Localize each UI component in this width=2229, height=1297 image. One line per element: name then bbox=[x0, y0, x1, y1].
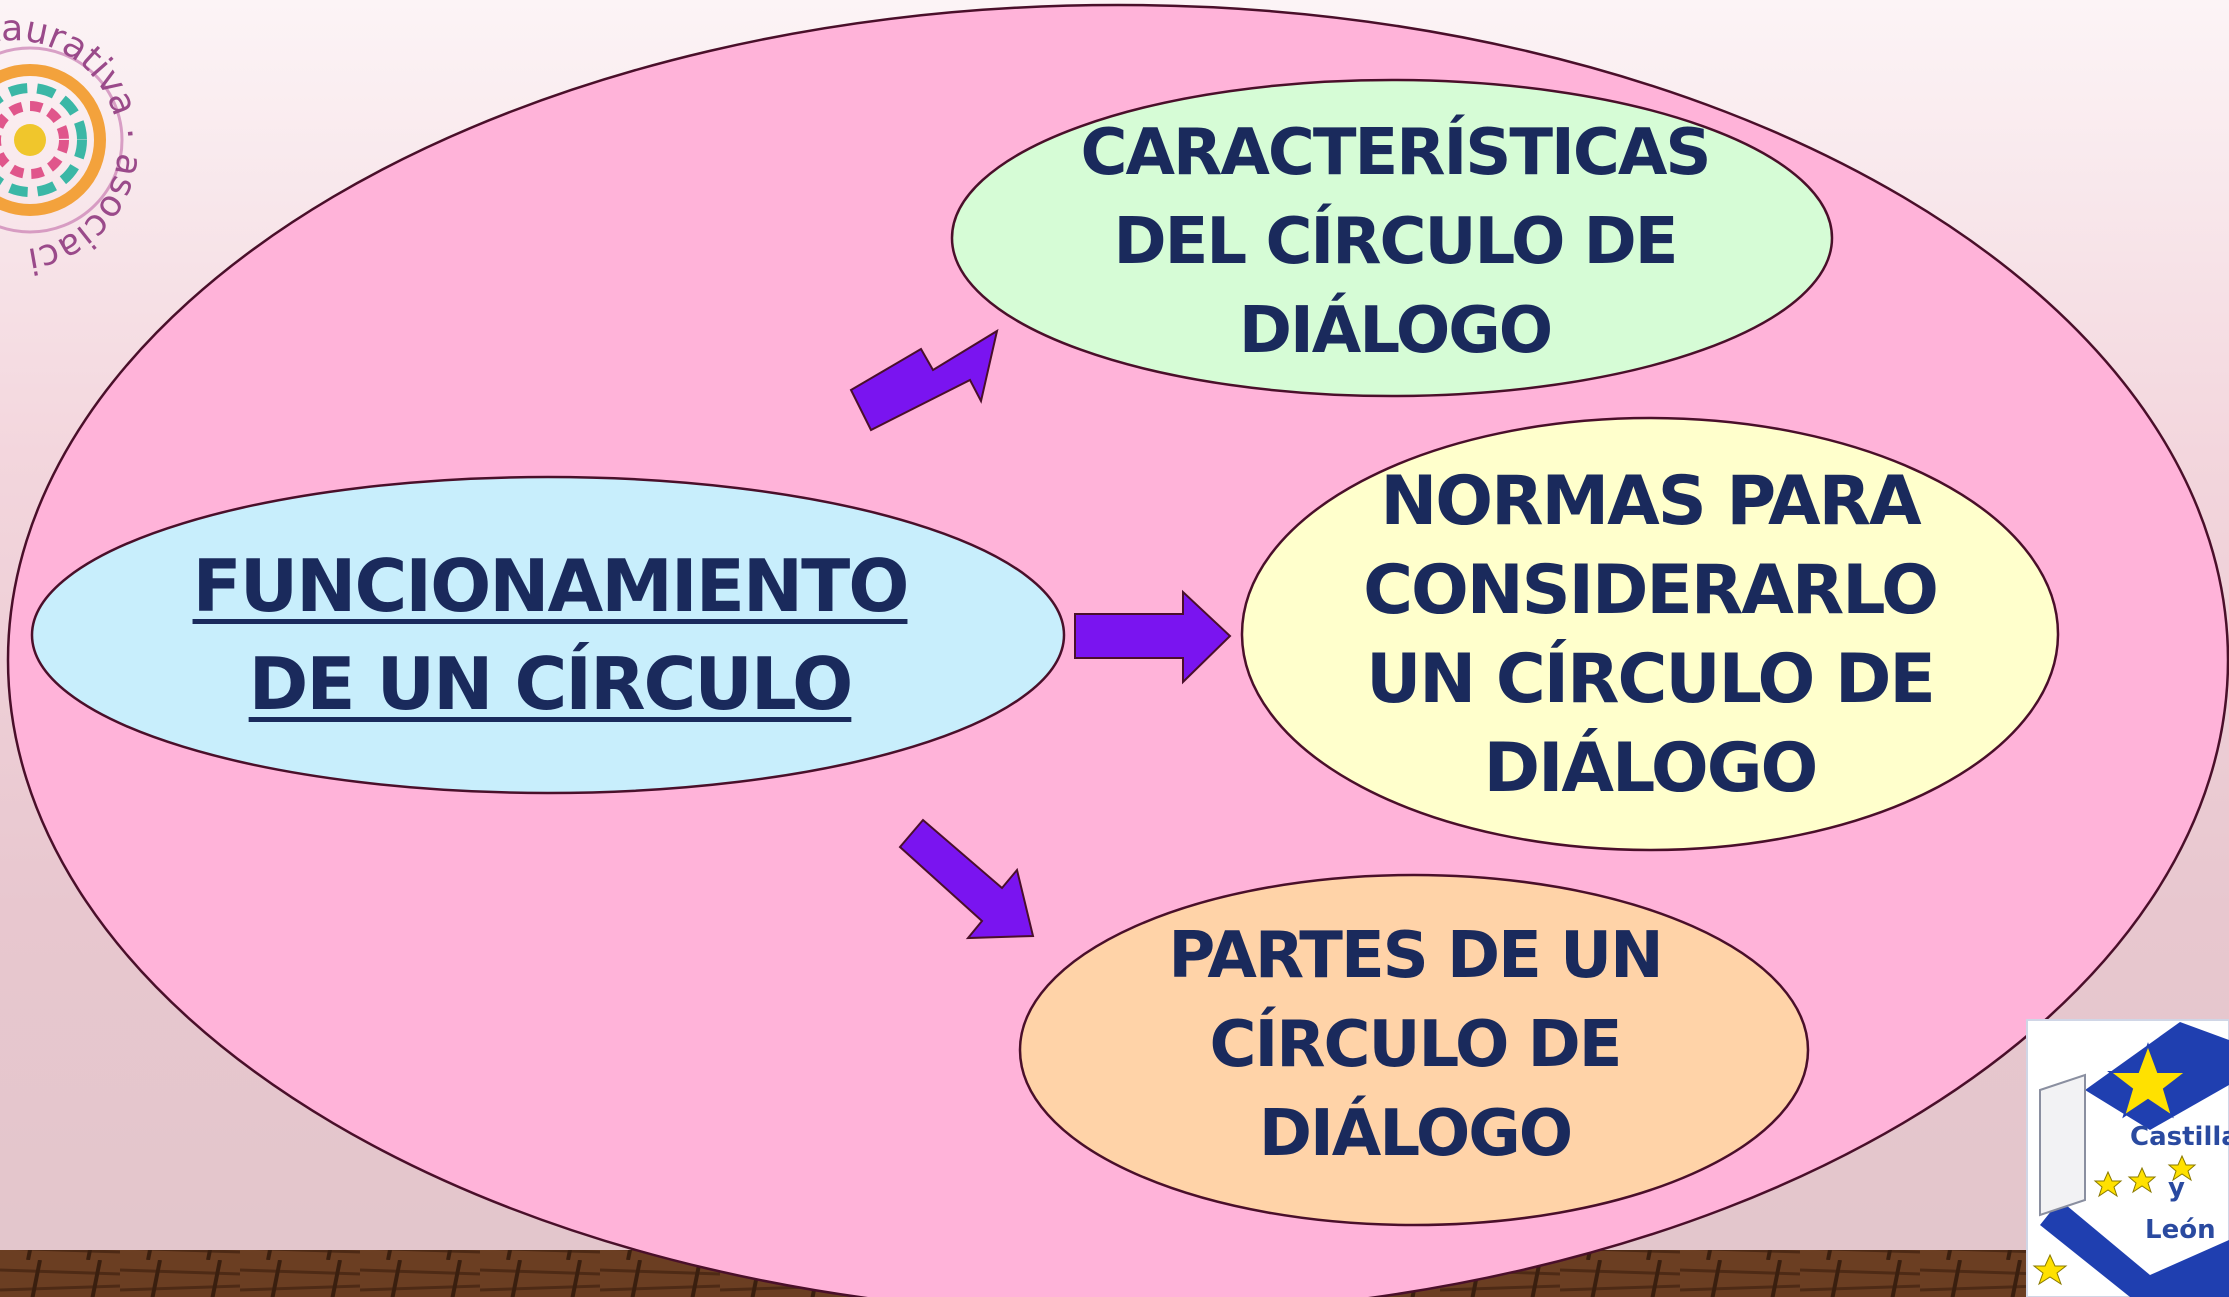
logo-star-large bbox=[2107, 1042, 2189, 1119]
arrow-to-right bbox=[1074, 589, 1232, 685]
bottom-bubble-label: PARTES DE UN CÍRCULO DE DIÁLOGO bbox=[1168, 918, 1663, 1171]
center-bubble-title: FUNCIONAMIENTO DE UN CÍRCULO bbox=[80, 515, 1020, 755]
top-bubble-label: CARACTERÍSTICAS DEL CÍRCULO DE DIÁLOGO bbox=[1080, 116, 1712, 368]
logo-ring-pink bbox=[0, 101, 69, 179]
logo-grey-panel bbox=[2039, 1073, 2086, 1217]
center-title-line2: DE UN CÍRCULO bbox=[248, 642, 854, 726]
y-text: y bbox=[2168, 1173, 2185, 1203]
logo-core bbox=[14, 124, 46, 156]
restaurativa-logo: restaurativa · asociación juní bbox=[0, 0, 150, 281]
arrow-to-top bbox=[849, 328, 999, 432]
leon-text: León bbox=[2145, 1215, 2216, 1245]
top-bubble bbox=[950, 78, 1834, 398]
logo-star-small bbox=[2032, 1253, 2068, 1286]
center-title-line1: FUNCIONAMIENTO bbox=[192, 544, 910, 628]
castilla-text: Castilla bbox=[2130, 1122, 2229, 1152]
right-bubble-label: NORMAS PARA CONSIDERARLO UN CÍRCULO DE D… bbox=[1363, 462, 1939, 808]
logo-star-small bbox=[2167, 1154, 2197, 1182]
right-bubble bbox=[1240, 416, 2060, 852]
arrow-to-bottom bbox=[898, 818, 1035, 940]
center-bubble bbox=[30, 475, 1066, 795]
castilla-leon-logo: Castilla y León bbox=[2026, 1019, 2229, 1297]
logo-ring-teal bbox=[0, 83, 87, 197]
bottom-bubble bbox=[1018, 873, 1810, 1227]
logo-star-small bbox=[2127, 1166, 2157, 1194]
logo-ring-orange bbox=[0, 64, 106, 216]
logo-blue-band-bottom bbox=[2040, 1200, 2229, 1297]
logo-star-small bbox=[2093, 1170, 2123, 1198]
